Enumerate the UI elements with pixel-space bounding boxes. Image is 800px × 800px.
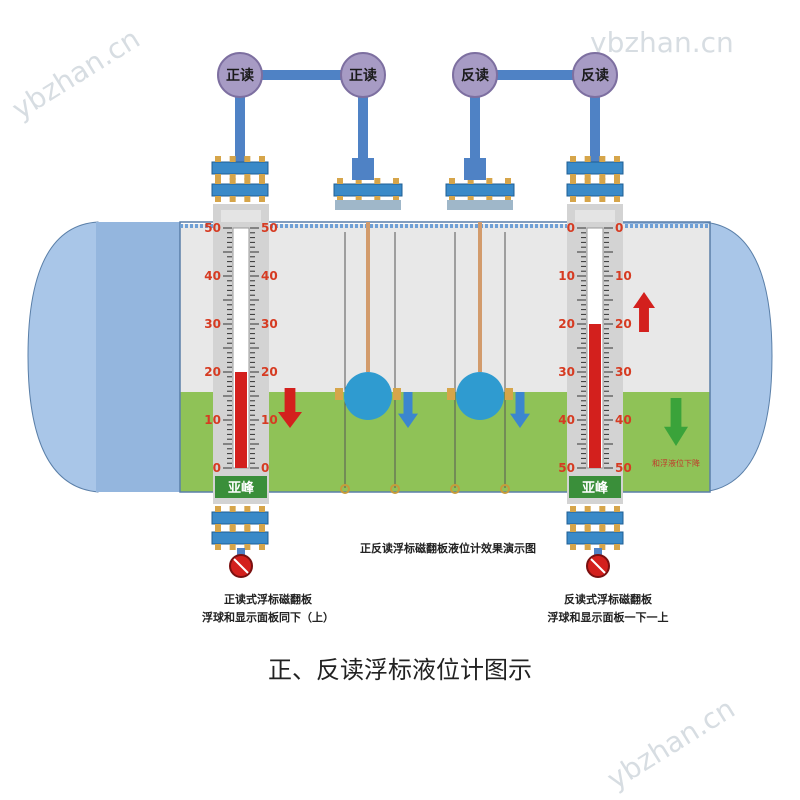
brand-label: 亚峰 (582, 480, 609, 496)
gauge-label: 反读 (461, 67, 489, 84)
tick-label-right: 20 (615, 317, 632, 331)
panel-cap (575, 210, 615, 222)
tick-label-left: 50 (204, 221, 221, 235)
flange-left-top-a (211, 156, 269, 180)
flange-right-top-b (566, 178, 624, 202)
tick-label-left: 40 (558, 413, 575, 427)
tick-label-right: 50 (615, 461, 632, 475)
gauges: 正读 正读 反读 反读 (217, 52, 618, 98)
flange-right-top-a (566, 156, 624, 180)
flanges (211, 156, 624, 550)
right-indicator-panel: 0 10 20 30 40 50 0 10 20 30 40 50 亚峰 (558, 204, 632, 504)
brand-label: 亚峰 (228, 480, 255, 496)
arrow-down-blue-icon (510, 392, 530, 428)
gauge-label: 正读 (226, 67, 254, 84)
tick-label-right: 0 (261, 461, 269, 475)
right-caption-line1: 反读式浮标磁翻板 (564, 592, 653, 606)
main-caption: 正、反读浮标液位计图示 (268, 656, 532, 684)
tick-label-left: 10 (204, 413, 221, 427)
liquid-level-note: 和浮液位下降 (652, 458, 700, 468)
arrow-down-green-icon (664, 398, 688, 446)
watermark-top-left: ybzhan.cn (6, 22, 145, 126)
tick-label-left: 50 (558, 461, 575, 475)
arrow-up-red-icon (633, 292, 655, 332)
tick-label-left: 20 (558, 317, 575, 331)
tick-label-right: 40 (261, 269, 278, 283)
arrow-down-red-icon (278, 388, 302, 428)
float-head-right (464, 158, 486, 180)
tick-label-right: 30 (261, 317, 278, 331)
gauge-icon (217, 52, 263, 98)
flange-float-left (333, 178, 403, 202)
tick-label-right: 40 (615, 413, 632, 427)
red-flaps (235, 372, 247, 468)
float-ball-right (456, 372, 504, 420)
tank-right-end (701, 221, 773, 493)
tick-label-right: 20 (261, 365, 278, 379)
float-assemblies (335, 222, 513, 420)
brand-plate (569, 476, 621, 498)
tick-label-right: 10 (261, 413, 278, 427)
tick-label-right: 50 (261, 221, 278, 235)
red-flaps (589, 324, 601, 468)
drain-valves (229, 548, 610, 578)
rod-feet (340, 484, 510, 494)
tick-label-right: 10 (615, 269, 632, 283)
float-base-left (335, 200, 401, 210)
flange-left-bottom-b (211, 526, 269, 550)
right-caption-line2: 浮球和显示面板一下一上 (548, 610, 669, 624)
gauge-dial-0: 正读 (217, 52, 263, 98)
flange-right-bottom-b (566, 526, 624, 550)
gauge-dial-1: 正读 (340, 52, 386, 98)
float-head-left (352, 158, 374, 180)
gauge-icon (340, 52, 386, 98)
tick-label-left: 20 (204, 365, 221, 379)
drain-valve-icon (229, 548, 253, 578)
left-indicator-panel: 50 40 30 20 10 0 50 40 30 20 10 0 亚峰 (204, 204, 278, 504)
guide-rods (344, 232, 506, 488)
watermark-bottom-right: ybzhan.cn (601, 692, 740, 796)
arrow-down-blue-icon (398, 392, 418, 428)
tick-label-left: 10 (558, 269, 575, 283)
tick-label-right: 30 (615, 365, 632, 379)
left-caption-line2: 浮球和显示面板同下（上） (202, 610, 334, 624)
tank-left-shell (96, 222, 180, 492)
gauge-label: 正读 (349, 67, 377, 84)
tank-outline (179, 221, 711, 493)
float-clip-left-a (335, 388, 343, 400)
tank-left-end (27, 221, 99, 493)
gauge-icon (452, 52, 498, 98)
center-caption: 正反读浮标磁翻板液位计效果演示图 (360, 541, 536, 555)
watermark-top-right: ybzhan.cn (590, 26, 734, 59)
flange-float-right (445, 178, 515, 202)
tick-label-left: 0 (567, 221, 575, 235)
float-clip-left-b (393, 388, 401, 400)
tank (27, 221, 773, 493)
tick-label-left: 30 (204, 317, 221, 331)
gauge-dial-2: 反读 (452, 52, 498, 98)
tick-label-left: 0 (213, 461, 221, 475)
gauge-icon (572, 52, 618, 98)
gauge-dial-3: 反读 (572, 52, 618, 98)
tick-label-left: 30 (558, 365, 575, 379)
direction-arrows (278, 292, 688, 446)
brand-plate (215, 476, 267, 498)
float-ball-left (344, 372, 392, 420)
tick-label-left: 40 (204, 269, 221, 283)
float-base-right (447, 200, 513, 210)
drain-valve-icon (586, 548, 610, 578)
left-caption-line1: 正读式浮标磁翻板 (224, 592, 313, 606)
gauge-label: 反读 (581, 67, 609, 84)
panel-cap (221, 210, 261, 222)
gauge-pipes (235, 70, 610, 170)
tick-label-right: 0 (615, 221, 623, 235)
flange-left-top-b (211, 178, 269, 202)
float-clip-right-a (447, 388, 455, 400)
float-clip-right-b (505, 388, 513, 400)
